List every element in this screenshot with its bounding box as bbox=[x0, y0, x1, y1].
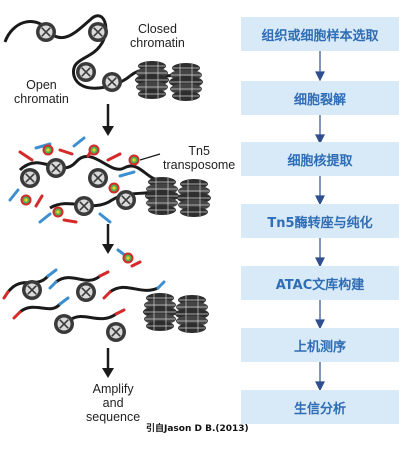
tn5-line-2: transposome bbox=[163, 158, 236, 172]
tn5-label: Tn5 transposome bbox=[163, 144, 235, 172]
nucleosome bbox=[87, 167, 109, 189]
step-library-construction: ATAC文库构建 bbox=[241, 266, 399, 300]
closed-chromatin-cluster bbox=[144, 176, 180, 216]
closed-chromatin-cluster bbox=[168, 62, 204, 102]
step-cell-lysis: 细胞裂解 bbox=[241, 81, 399, 115]
nucleosome bbox=[45, 157, 67, 179]
tn5-pointer bbox=[139, 153, 161, 161]
panel-2-tn5 bbox=[8, 136, 212, 224]
open-chromatin-label: Open chromatin bbox=[14, 78, 69, 106]
tn5-line-1: Tn5 bbox=[188, 144, 210, 158]
closed-chromatin-cluster bbox=[174, 294, 210, 334]
amplify-line-2: and bbox=[102, 396, 124, 410]
panel-3-fragments bbox=[2, 268, 210, 343]
nucleosome bbox=[75, 281, 97, 303]
nucleosome bbox=[35, 21, 57, 43]
tn5-transposome-free bbox=[128, 154, 140, 166]
closed-chromatin-cluster bbox=[176, 178, 212, 218]
nucleosome bbox=[21, 279, 43, 301]
nucleosome bbox=[75, 61, 97, 83]
closed-chromatin-cluster bbox=[142, 292, 178, 332]
nucleosome bbox=[105, 321, 127, 343]
nucleosome bbox=[101, 71, 123, 93]
step-bioinformatics: 生信分析 bbox=[241, 390, 399, 424]
nucleosome bbox=[19, 167, 41, 189]
amplify-line-3: sequence bbox=[86, 410, 141, 424]
nucleosome bbox=[87, 21, 109, 43]
flow-arrowhead bbox=[102, 126, 114, 136]
tn5-transposome-free bbox=[122, 252, 134, 264]
tn5-transposome bbox=[88, 144, 100, 156]
tn5-transposome bbox=[42, 144, 54, 156]
tn5-transposome bbox=[20, 194, 32, 206]
closed-chromatin-label: Closed chromatin bbox=[130, 22, 185, 50]
open-chromatin-line-1: Open bbox=[26, 78, 57, 92]
flow-arrowhead bbox=[102, 368, 114, 378]
closed-chromatin-cluster bbox=[134, 60, 170, 100]
flow-arrowhead bbox=[102, 244, 114, 254]
step-sample-selection: 组织或细胞样本选取 bbox=[241, 17, 399, 51]
amplify-line-1: Amplify bbox=[92, 382, 134, 396]
tn5-transposome bbox=[52, 206, 64, 218]
step-sequencing: 上机测序 bbox=[241, 328, 399, 362]
tn5-transposome bbox=[108, 182, 120, 194]
nucleosome bbox=[53, 313, 75, 335]
nucleosome bbox=[115, 189, 137, 211]
step-tn5-transposition: Tn5酶转座与纯化 bbox=[241, 204, 399, 238]
citation: 引自Jason D B.(2013) bbox=[146, 424, 249, 434]
nucleosome bbox=[73, 195, 95, 217]
step-connectors bbox=[315, 51, 325, 392]
open-chromatin-line-2: chromatin bbox=[14, 92, 69, 106]
amplify-label: Amplify and sequence bbox=[86, 382, 140, 424]
step-nuclei-extraction: 细胞核提取 bbox=[241, 142, 399, 176]
panel-1-chromatin bbox=[3, 14, 204, 102]
closed-chromatin-line-1: Closed bbox=[137, 22, 177, 36]
closed-chromatin-line-2: chromatin bbox=[130, 36, 185, 50]
